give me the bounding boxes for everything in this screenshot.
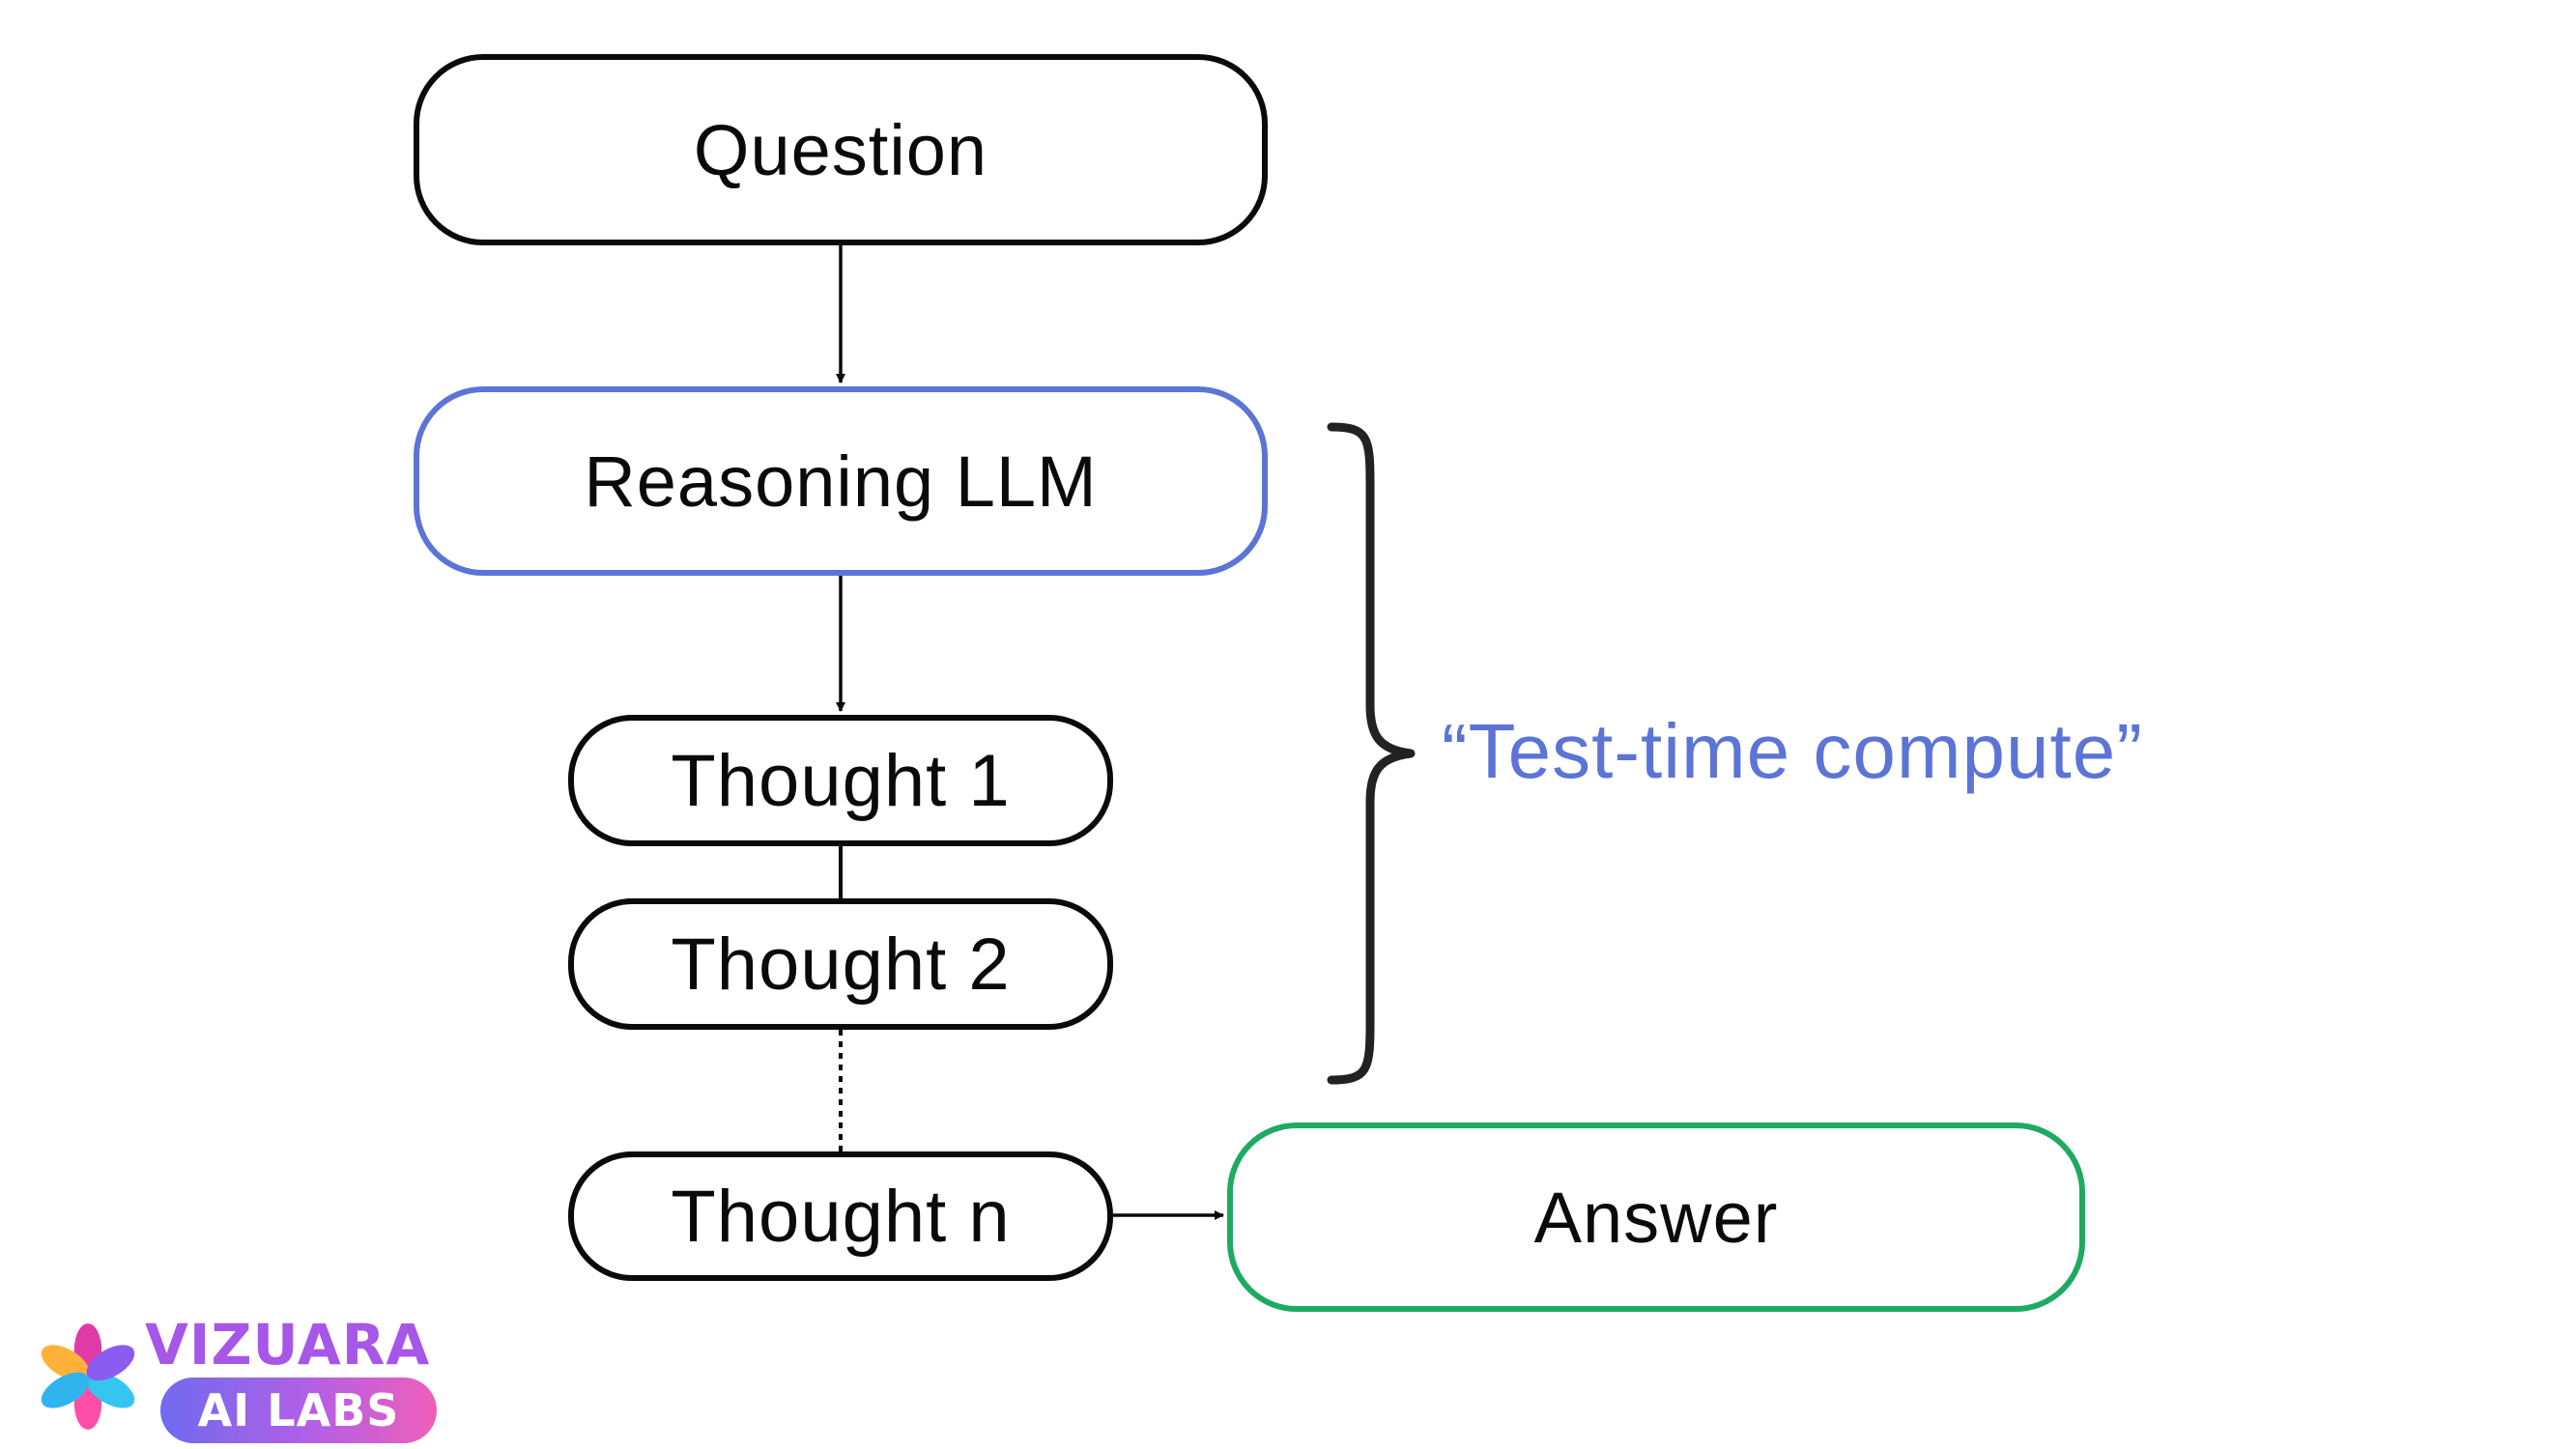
vizuara-logo: VIZUARA AI LABS	[29, 1312, 444, 1449]
thought-2-node: Thought 2	[568, 898, 1113, 1030]
logo-badge: AI LABS	[160, 1378, 437, 1443]
thought-n-node: Thought n	[568, 1151, 1113, 1281]
reasoning-llm-node: Reasoning LLM	[414, 386, 1268, 576]
thought-1-label: Thought 1	[671, 739, 1011, 822]
logo-badge-text: AI LABS	[197, 1384, 400, 1436]
logo-wordmark: VIZUARA	[145, 1312, 431, 1378]
test-time-compute-label: “Test-time compute”	[1442, 708, 2143, 794]
question-label: Question	[693, 109, 988, 190]
flower-logo-icon	[41, 1323, 135, 1430]
thought-2-label: Thought 2	[671, 923, 1011, 1006]
thought-1-node: Thought 1	[568, 715, 1113, 846]
answer-label: Answer	[1533, 1177, 1779, 1258]
reasoning-llm-label: Reasoning LLM	[584, 440, 1098, 522]
curly-brace	[1327, 422, 1416, 1085]
answer-node: Answer	[1227, 1122, 2085, 1312]
question-node: Question	[414, 54, 1268, 245]
thought-n-label: Thought n	[671, 1175, 1011, 1258]
